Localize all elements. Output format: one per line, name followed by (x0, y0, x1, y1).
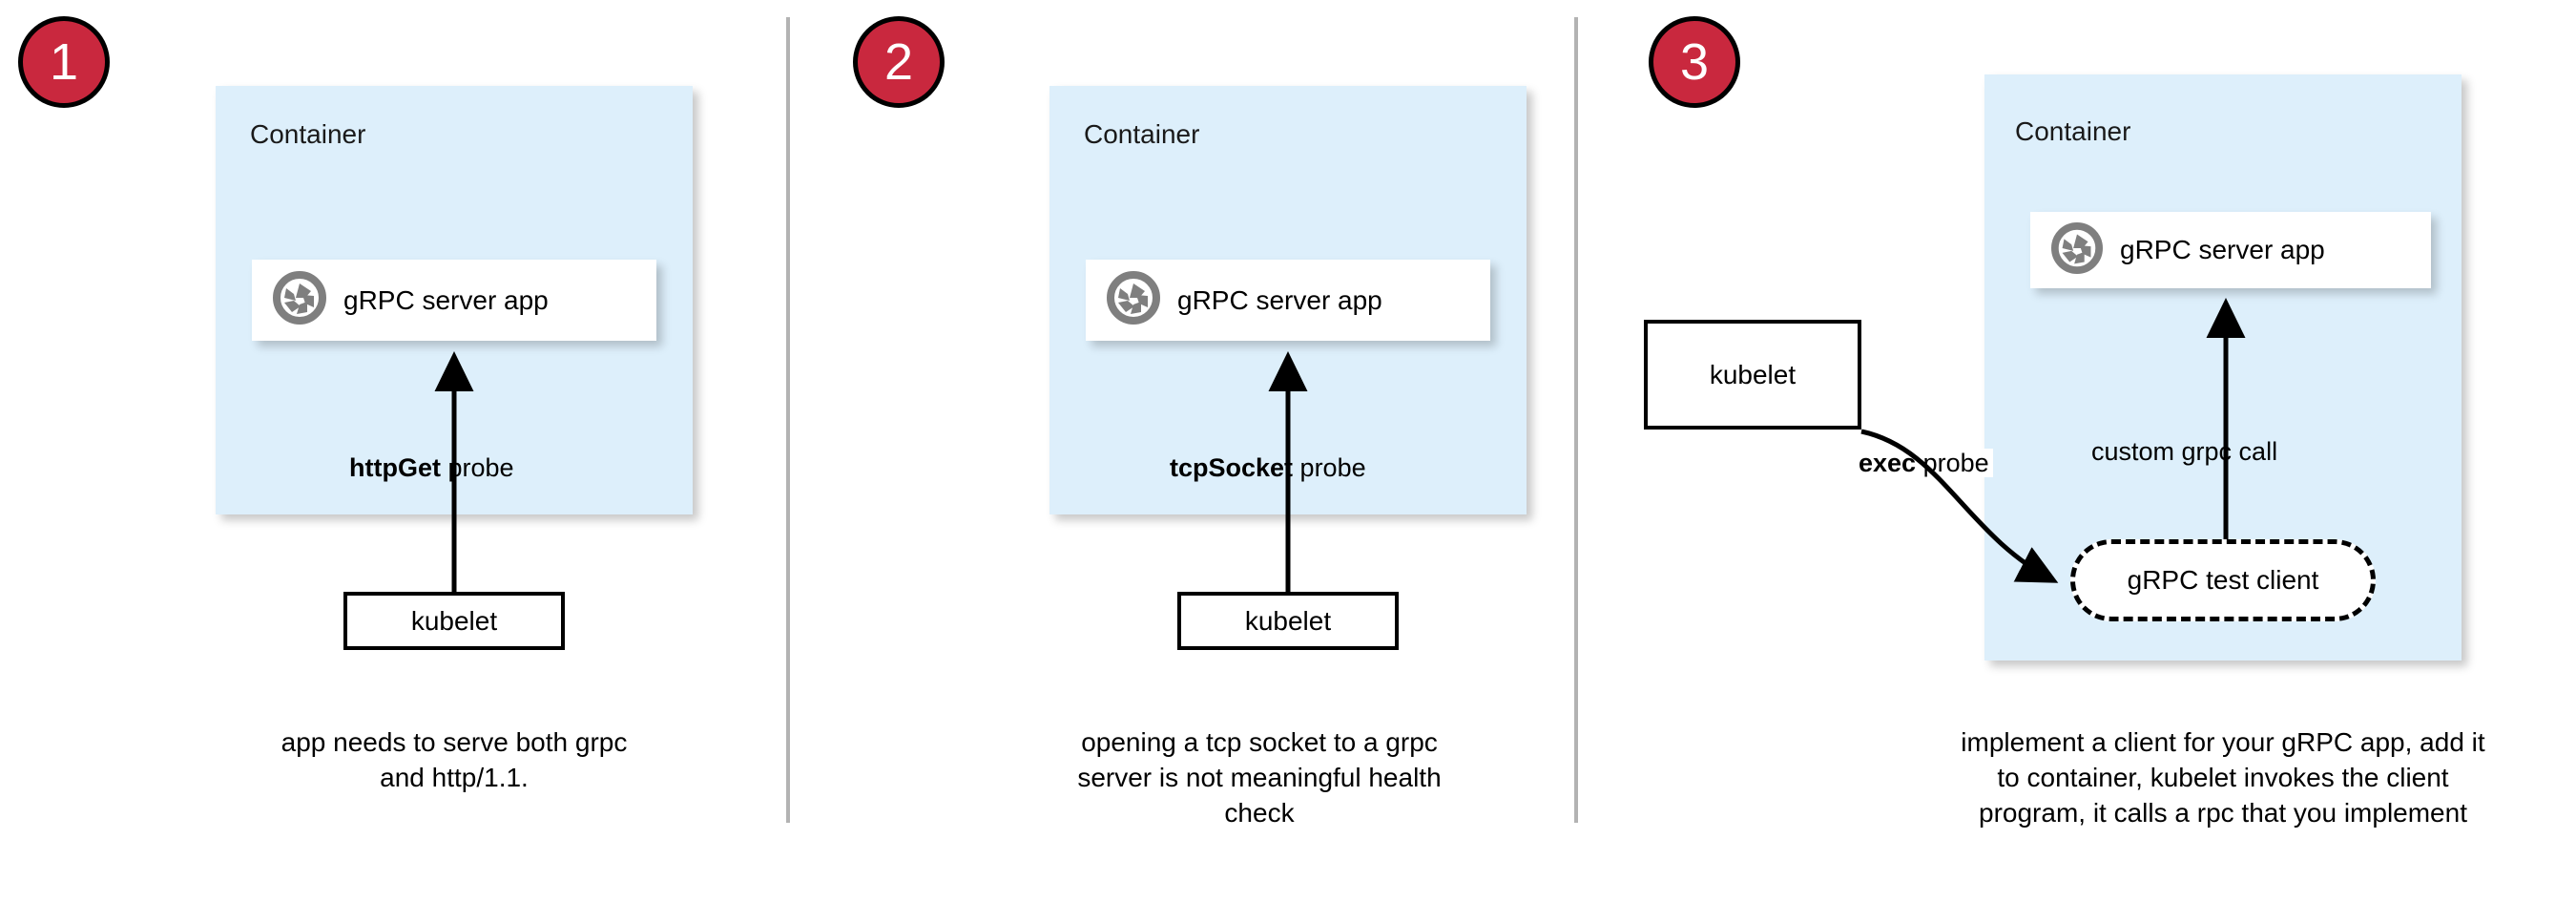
kubelet-box-3: kubelet (1644, 320, 1861, 430)
kubelet-label-3: kubelet (1709, 359, 1797, 389)
app-card-label-2: gRPC server app (1177, 284, 1382, 315)
caption-3: implement a client for your gRPC app, ad… (1841, 725, 2576, 831)
exec-probe-label: exec probe (1855, 449, 1993, 478)
container-title-2: Container (1084, 119, 1200, 149)
kubelet-box-2: kubelet (1177, 592, 1399, 650)
custom-grpc-call-label: custom grpc call (2088, 437, 2282, 467)
caption-2-line-2: server is not meaningful health (1077, 762, 1442, 792)
probe-kind-1: httpGet (349, 453, 441, 482)
step-badge-3: 3 (1649, 16, 1740, 108)
grpc-aperture-icon (273, 271, 326, 329)
tcpsocket-probe-label: tcpSocket probe (1166, 453, 1370, 483)
container-title-1: Container (250, 119, 366, 149)
probe-kind-2: tcpSocket (1170, 453, 1294, 482)
step-badge-2: 2 (853, 16, 945, 108)
step-badge-1: 1 (18, 16, 110, 108)
app-card-label-3: gRPC server app (2120, 235, 2325, 264)
caption-2-line-3: check (1224, 797, 1295, 828)
caption-2-line-1: opening a tcp socket to a grpc (1081, 727, 1438, 757)
app-card-label-1: gRPC server app (343, 284, 549, 315)
app-card-grpc-server-1: gRPC server app (252, 260, 656, 341)
app-card-grpc-server-3: gRPC server app (2030, 212, 2431, 288)
panel-divider-1 (786, 17, 790, 823)
caption-1-line-2: and http/1.1. (380, 762, 529, 792)
kubelet-label-2: kubelet (1244, 605, 1332, 636)
caption-3-line-3: program, it calls a rpc that you impleme… (1979, 797, 2467, 828)
caption-1-line-1: app needs to serve both grpc (280, 727, 628, 757)
probe-word-2: probe (1293, 453, 1366, 482)
caption-2: opening a tcp socket to a grpc server is… (1030, 725, 1488, 831)
caption-3-line-1: implement a client for your gRPC app, ad… (1961, 727, 2485, 757)
grpc-aperture-icon (1107, 271, 1160, 329)
grpc-aperture-icon (2051, 221, 2103, 279)
panel-divider-2 (1574, 17, 1578, 823)
app-card-grpc-server-2: gRPC server app (1086, 260, 1490, 341)
probe-kind-3: exec (1859, 449, 1917, 477)
grpc-test-client-box: gRPC test client (2070, 539, 2376, 621)
kubelet-label-1: kubelet (410, 605, 498, 636)
caption-1: app needs to serve both grpc and http/1.… (206, 725, 702, 796)
probe-word-1: probe (440, 453, 514, 482)
caption-3-line-2: to container, kubelet invokes the client (1997, 762, 2449, 792)
probe-word-3: probe (1916, 449, 1989, 477)
kubelet-box-1: kubelet (343, 592, 565, 650)
httpget-probe-label: httpGet probe (345, 453, 518, 483)
custom-grpc-call-text: custom grpc call (2088, 437, 2282, 466)
container-title-3: Container (2015, 116, 2131, 146)
grpc-test-client-label: gRPC test client (2127, 565, 2319, 595)
